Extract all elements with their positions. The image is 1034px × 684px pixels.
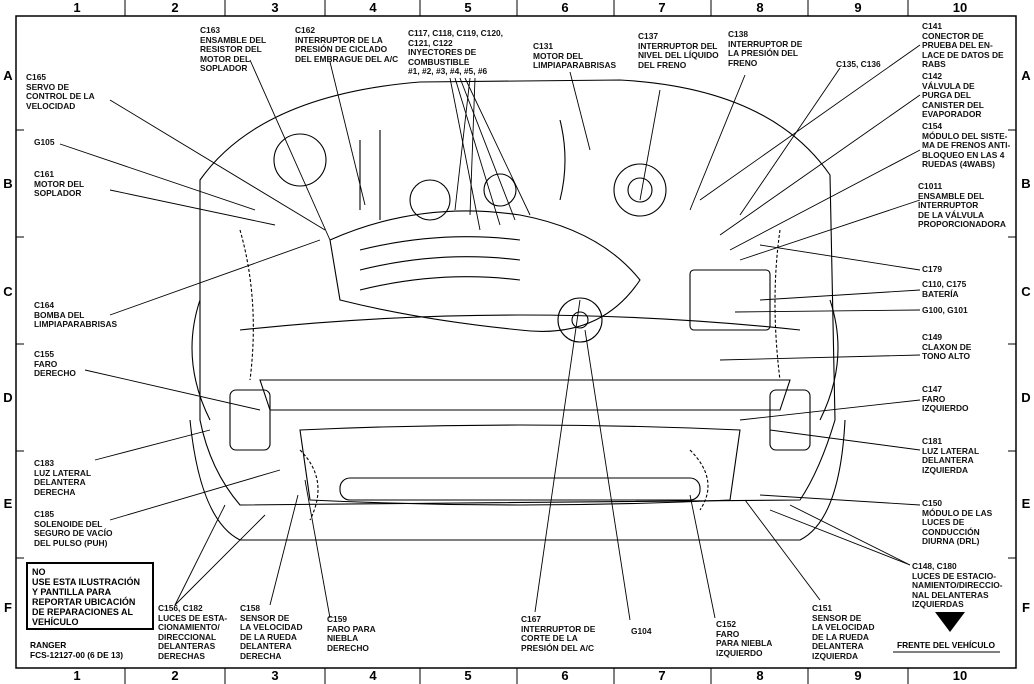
- grid-col-label: 5: [464, 0, 472, 15]
- grid-col-label: 6: [561, 668, 569, 683]
- grid-col-label: 2: [171, 668, 179, 683]
- callout-c161: C161 MOTOR DEL SOPLADOR: [34, 169, 85, 199]
- grid-col-label: 8: [756, 668, 764, 683]
- callout-c167: C167 INTERRUPTOR DE CORTE DE LA PRESIÓN …: [521, 614, 596, 653]
- callout-c141: C141 CONECTOR DE PRUEBA DEL EN- LACE DE …: [922, 21, 1004, 70]
- grid-col-label: 9: [854, 0, 862, 15]
- callout-c162: C162 INTERRUPTOR DE LA PRESIÓN DE CICLAD…: [295, 25, 399, 64]
- grid-row-label: E: [3, 496, 13, 511]
- callout-c164: C164 BOMBA DEL LIMPIAPARABRISAS: [34, 300, 118, 330]
- callout-c152: C152 FARO PARA NIEBLA IZQUIERDO: [716, 619, 773, 658]
- callout-g105: G105: [34, 137, 55, 147]
- callout-c151: C151 SENSOR DE LA VELOCIDAD DE LA RUEDA …: [812, 603, 875, 661]
- callout-c131: C131 MOTOR DEL LIMPIAPARABRISAS: [533, 41, 617, 71]
- grid-row-label: E: [1021, 496, 1031, 511]
- grid-row-label: F: [4, 600, 12, 615]
- callout-c135: C135, C136: [836, 59, 881, 69]
- callout-g104: G104: [631, 626, 652, 636]
- callout-c150: C150 MÓDULO DE LAS LUCES DE CONDUCCIÓN D…: [922, 498, 993, 547]
- grid-col-label: 1: [73, 0, 81, 15]
- grid-col-label: 1: [73, 668, 81, 683]
- leader-lines: [59, 44, 921, 621]
- grid-col-label: 5: [464, 668, 472, 683]
- grid-row-label: B: [1021, 176, 1031, 191]
- callout-c142: C142 VÁLVULA DE PURGA DEL CANISTER DEL E…: [922, 71, 984, 120]
- grid-col-label: 10: [952, 0, 968, 15]
- grid-row-label: B: [3, 176, 13, 191]
- callout-c138: C138 INTERRUPTOR DE LA PRESIÓN DEL FRENO: [728, 29, 803, 68]
- grid-col-label: 4: [369, 668, 377, 683]
- grid-col-label: 2: [171, 0, 179, 15]
- grid-row-label: D: [1021, 390, 1031, 405]
- callout-c149: C149 CLAXON DE TONO ALTO: [922, 332, 972, 362]
- callout-c185: C185 SOLENOIDE DEL SEGURO DE VACÍO DEL P…: [34, 509, 113, 548]
- grid-frame: [15, 0, 1017, 684]
- grid-col-label: 8: [756, 0, 764, 15]
- front-of-vehicle-label: FRENTE DEL VEHÍCULO: [897, 640, 996, 650]
- callout-c181: C181 LUZ LATERAL DELANTERA IZQUIERDA: [922, 436, 980, 475]
- grid-col-label: 4: [369, 0, 377, 15]
- model-reference: RANGER FCS-12127-00 (6 DE 13): [30, 640, 124, 660]
- callout-c147: C147 FARO IZQUIERDO: [922, 384, 969, 414]
- callout-c117-c122: C117, C118, C119, C120, C121, C122 INYEC…: [408, 28, 503, 77]
- callout-g100: G100, G101: [922, 305, 968, 315]
- front-arrow-icon: [935, 612, 965, 632]
- callout-c1011: C1011 ENSAMBLE DEL INTERRUPTOR DE LA VÁL…: [918, 181, 1006, 230]
- callout-c183: C183 LUZ LATERAL DELANTERA DERECHA: [34, 458, 92, 497]
- grid-col-label: 7: [658, 0, 666, 15]
- callout-c179: C179: [922, 264, 943, 274]
- callout-c137: C137 INTERRUPTOR DEL NIVEL DEL LÍQUIDO D…: [638, 31, 719, 70]
- grid-row-label: C: [3, 284, 13, 299]
- callout-c155: C155 FARO DERECHO: [34, 349, 76, 379]
- grid-col-label: 10: [952, 668, 968, 683]
- callout-c158: C158 SENSOR DE LA VELOCIDAD DE LA RUEDA …: [240, 603, 303, 661]
- engine-bay-illustration: [189, 79, 846, 541]
- notice-box: NO USE ESTA ILUSTRACIÓN Y PANTILLA PARA …: [26, 562, 154, 630]
- grid-col-label: 3: [271, 668, 279, 683]
- grid-col-label: 7: [658, 668, 666, 683]
- callout-c159: C159 FARO PARA NIEBLA DERECHO: [327, 614, 376, 653]
- callout-c154: C154 MÓDULO DEL SISTE- MA DE FRENOS ANTI…: [922, 121, 1011, 170]
- grid-row-label: A: [3, 68, 13, 83]
- grid-row-label: D: [3, 390, 13, 405]
- callout-c156: C156, C182 LUCES DE ESTA- CIONAMIENTO/ D…: [158, 603, 228, 661]
- grid-col-label: 3: [271, 0, 279, 15]
- grid-row-label: F: [1022, 600, 1030, 615]
- grid-col-label: 6: [561, 0, 569, 15]
- callout-c165: C165 SERVO DE CONTROL DE LA VELOCIDAD: [26, 72, 95, 111]
- callout-c148: C148, C180 LUCES DE ESTACIO- NAMIENTO/DI…: [912, 561, 1003, 610]
- callout-c110: C110, C175 BATERÍA: [922, 279, 967, 299]
- grid-col-label: 9: [854, 668, 862, 683]
- grid-row-label: C: [1021, 284, 1031, 299]
- callout-c163: C163 ENSAMBLE DEL RESISTOR DEL MOTOR DEL…: [200, 25, 267, 74]
- grid-row-label: A: [1021, 68, 1031, 83]
